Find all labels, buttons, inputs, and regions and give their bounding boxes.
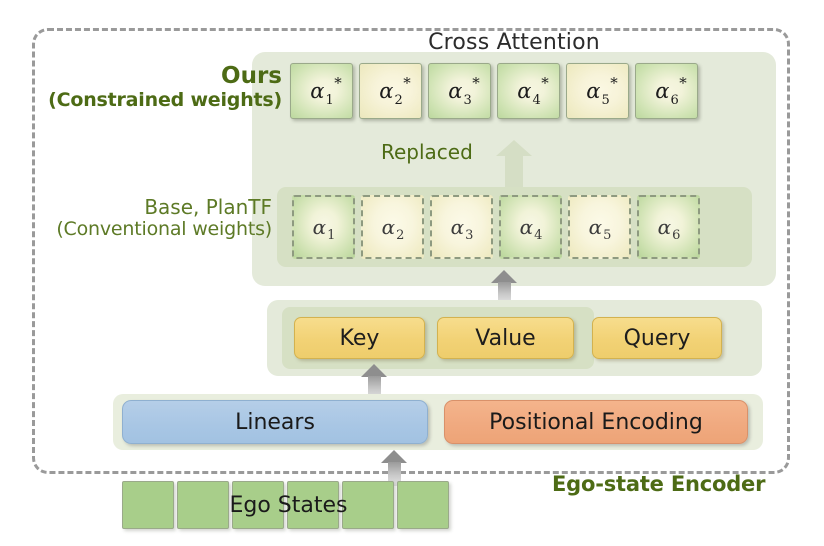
query-block[interactable]: Query xyxy=(592,317,722,359)
alpha-3-star: α3* xyxy=(428,63,491,119)
alpha-5-star-symbol: α5* xyxy=(586,73,618,108)
alpha-5-star: α5* xyxy=(566,63,629,119)
cross-attention-title: Cross Attention xyxy=(428,30,600,55)
ours-label-line2: (Constrained weights) xyxy=(48,88,282,111)
alpha-1: α1 xyxy=(292,195,355,259)
base-label-line1: Base, PlanTF xyxy=(144,195,272,219)
alpha-1-symbol: α1 xyxy=(312,215,336,243)
ego-states-token-row xyxy=(122,481,449,529)
alpha-4-star-symbol: α4* xyxy=(517,73,549,108)
ego-state-token xyxy=(177,481,229,529)
ours-label: Ours (Constrained weights) xyxy=(0,63,282,111)
ego-state-encoder-frame xyxy=(32,28,790,474)
base-weight-row: α1 α2 α3 α4 α5 α6 xyxy=(292,195,700,259)
alpha-3-star-symbol: α3* xyxy=(448,73,480,108)
ego-state-token xyxy=(287,481,339,529)
alpha-6-star-symbol: α6* xyxy=(655,73,687,108)
ours-weight-row: α1* α2* α3* α4* α5* α6* xyxy=(290,63,698,119)
base-label-line2: (Conventional weights) xyxy=(56,218,272,240)
alpha-2-star-symbol: α2* xyxy=(379,73,411,108)
positional-encoding-block[interactable]: Positional Encoding xyxy=(444,400,748,444)
replaced-label: Replaced xyxy=(381,140,473,164)
alpha-2-star: α2* xyxy=(359,63,422,119)
alpha-6: α6 xyxy=(637,195,700,259)
alpha-5: α5 xyxy=(568,195,631,259)
linears-block[interactable]: Linears xyxy=(122,400,428,444)
alpha-1-star-symbol: α1* xyxy=(310,73,342,108)
ego-state-token xyxy=(397,481,449,529)
alpha-4-star: α4* xyxy=(497,63,560,119)
alpha-3: α3 xyxy=(430,195,493,259)
key-block[interactable]: Key xyxy=(294,317,425,359)
alpha-1-star: α1* xyxy=(290,63,353,119)
base-label: Base, PlanTF (Conventional weights) xyxy=(0,196,272,241)
alpha-2: α2 xyxy=(361,195,424,259)
ego-state-token xyxy=(342,481,394,529)
alpha-4: α4 xyxy=(499,195,562,259)
ego-state-encoder-caption: Ego-state Encoder xyxy=(552,472,766,496)
alpha-4-symbol: α4 xyxy=(519,215,543,243)
ours-label-line1: Ours xyxy=(221,63,282,89)
alpha-3-symbol: α3 xyxy=(450,215,474,243)
ego-state-token xyxy=(232,481,284,529)
value-block[interactable]: Value xyxy=(437,317,574,359)
alpha-6-symbol: α6 xyxy=(657,215,681,243)
ego-state-token xyxy=(122,481,174,529)
alpha-5-symbol: α5 xyxy=(588,215,612,243)
alpha-2-symbol: α2 xyxy=(381,215,405,243)
alpha-6-star: α6* xyxy=(635,63,698,119)
